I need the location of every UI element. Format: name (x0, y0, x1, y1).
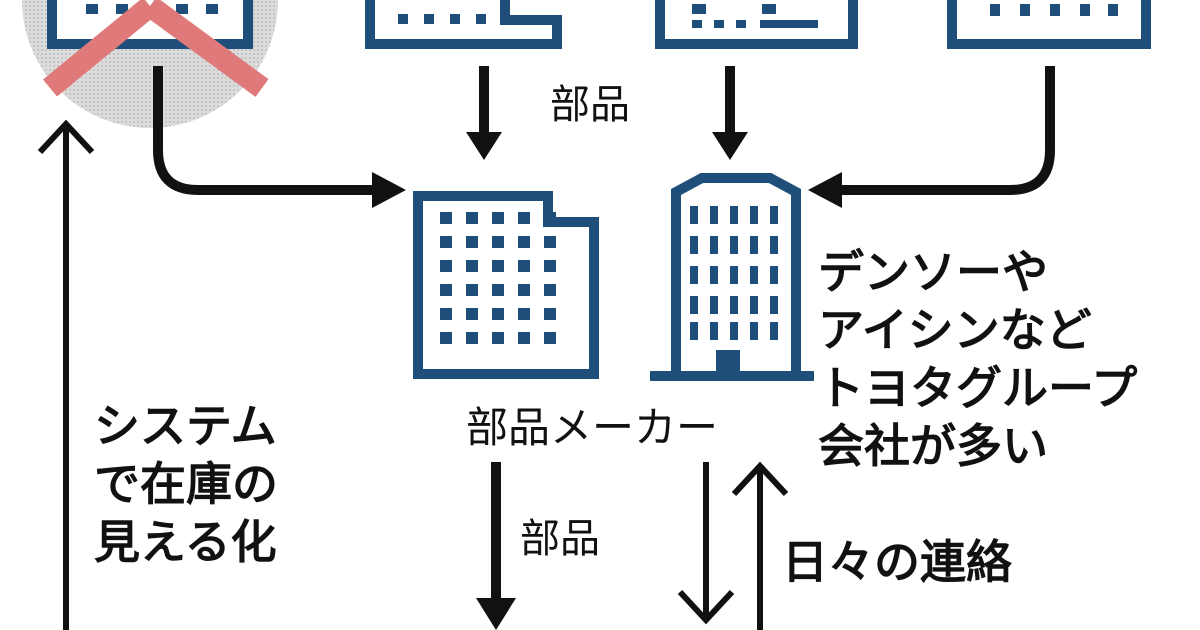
building-a-window (466, 212, 478, 224)
building-a-window (544, 308, 556, 320)
building-b-window (690, 206, 698, 224)
arrowhead-left (808, 172, 842, 208)
building-b-window (730, 266, 738, 284)
arrow-left-to-maker (153, 66, 380, 195)
building-b-window (770, 236, 778, 254)
label-parts-bottom: 部品 (520, 516, 600, 562)
building-b-window (770, 322, 778, 340)
building-a-window (492, 332, 504, 344)
arrowhead-parts-down (476, 598, 516, 630)
building-a-window (440, 260, 452, 272)
building-b-window (750, 296, 758, 314)
system-note-line-3: 見える化 (94, 515, 277, 569)
supplier-building-3-icon (947, 0, 1151, 49)
building-a-window (466, 260, 478, 272)
system-note-line-1: システム (94, 399, 277, 453)
building-a-window (492, 236, 504, 248)
arrowhead-down-1 (466, 132, 502, 160)
building-a-window (492, 260, 504, 272)
cross-mark-right (143, 0, 269, 97)
building-b-window (710, 236, 718, 254)
supply-arrows (153, 66, 1055, 195)
visibility-arrowhead (37, 119, 95, 155)
building-b-window (690, 322, 698, 340)
arrow-right-to-maker (832, 66, 1055, 195)
arrowhead-down-2 (712, 132, 748, 160)
label-daily-contact: 日々の連絡 (782, 535, 1013, 589)
cross-mark-left (43, 0, 157, 97)
building-a-window (440, 284, 452, 296)
group-note-line-4: 会社が多い (818, 419, 1048, 473)
building-a-window (518, 284, 530, 296)
building-b-window (710, 296, 718, 314)
building-b-window (710, 206, 718, 224)
group-note-line-1: デンソーや (818, 245, 1048, 299)
building-b-window (770, 266, 778, 284)
building-b-window (710, 322, 718, 340)
building-a-window (518, 308, 530, 320)
building-a-window (518, 260, 530, 272)
building-a-window (492, 284, 504, 296)
building-a-window (544, 332, 556, 344)
building-a-window (440, 308, 452, 320)
building-a-window (518, 212, 530, 224)
building-b-window (730, 206, 738, 224)
system-note: システム で在庫の 見える化 (94, 399, 278, 569)
visibility-arrow (37, 119, 95, 630)
building-a-window (544, 236, 556, 248)
supplier-building-1-icon (365, 0, 562, 49)
building-a-window (518, 332, 530, 344)
building-a-window (544, 284, 556, 296)
building-b-window (750, 236, 758, 254)
building-a-window (466, 236, 478, 248)
supply-arrowheads (372, 132, 842, 208)
building-b-window (690, 236, 698, 254)
building-a-window (440, 212, 452, 224)
building-b-window (730, 296, 738, 314)
building-b-window (750, 322, 758, 340)
building-b-window (730, 322, 738, 340)
building-a-window (544, 212, 556, 224)
label-parts-top: 部品 (550, 82, 630, 128)
group-note-line-3: トヨタグループ (818, 361, 1137, 415)
disrupted-supplier (22, 0, 278, 128)
building-a-window (518, 236, 530, 248)
building-a-window (466, 332, 478, 344)
parts-maker-building-a-icon (413, 191, 599, 379)
building-a-window (440, 236, 452, 248)
building-b-window (730, 236, 738, 254)
arrowhead-right (372, 172, 406, 208)
arrowhead-contact-up (731, 461, 789, 497)
group-note: デンソーや アイシンなど トヨタグループ 会社が多い (818, 245, 1137, 473)
building-a-window (492, 308, 504, 320)
building-a-window (544, 260, 556, 272)
building-b-window (750, 206, 758, 224)
group-note-line-2: アイシンなど (818, 303, 1092, 357)
building-b-window (750, 266, 758, 284)
building-a-window (466, 284, 478, 296)
building-a-window (466, 308, 478, 320)
building-b-window (690, 266, 698, 284)
building-b-window (710, 266, 718, 284)
supplier-building-2-icon (655, 0, 858, 49)
building-a-window (492, 212, 504, 224)
label-parts-maker: 部品メーカー (466, 403, 718, 452)
building-b-window (770, 206, 778, 224)
delivery-arrows (476, 461, 789, 630)
building-b-window (770, 296, 778, 314)
parts-maker-building-b-icon (650, 173, 814, 381)
building-b-window (690, 296, 698, 314)
building-a-window (440, 332, 452, 344)
system-note-line-2: で在庫の (94, 457, 278, 511)
arrowhead-contact-down (677, 589, 735, 625)
